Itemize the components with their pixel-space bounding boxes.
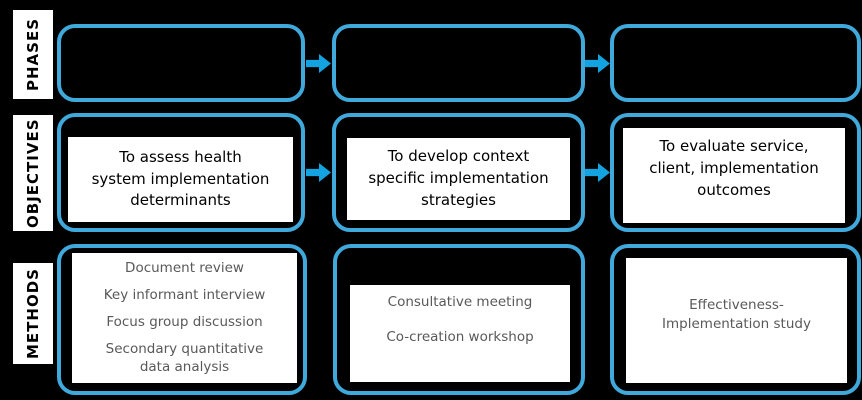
methods-list-3: Effectiveness- Implementation study (626, 258, 847, 383)
objective-text-3: To evaluate service, client, implementat… (623, 128, 845, 223)
objective-text-2: To develop context specific implementati… (347, 138, 570, 220)
objective-box-2 (332, 113, 585, 232)
arrow-right-icon (585, 163, 610, 182)
arrow-right-icon (585, 54, 610, 73)
row-label-methods: METHODS (13, 263, 53, 364)
objective-box-1 (57, 113, 305, 232)
arrow-right-icon (306, 54, 331, 73)
method-item: Key informant interview (103, 287, 266, 304)
phase-box-2 (332, 24, 585, 102)
objective-text-1: To assess health system implementation d… (68, 137, 293, 222)
row-label-objectives: OBJECTIVES (13, 115, 53, 231)
method-item: Document review (125, 260, 244, 277)
phase-box-1 (57, 24, 305, 102)
methods-box-3 (610, 244, 861, 395)
methods-list-1: Document review Key informant interview … (72, 253, 297, 383)
row-label-phases: PHASES (13, 10, 53, 99)
objective-box-3 (610, 113, 861, 232)
method-item: Effectiveness- Implementation study (662, 297, 811, 332)
arrow-right-icon (306, 163, 331, 182)
methods-box-2 (333, 244, 585, 395)
method-item: Secondary quantitative data analysis (105, 341, 264, 376)
method-item: Focus group discussion (106, 314, 263, 331)
methods-list-2: Consultative meeting Co-creation worksho… (350, 285, 570, 382)
method-item: Consultative meeting (387, 294, 533, 310)
phase-box-3 (610, 24, 861, 102)
method-item: Co-creation workshop (386, 329, 534, 346)
methods-box-1 (57, 244, 307, 395)
